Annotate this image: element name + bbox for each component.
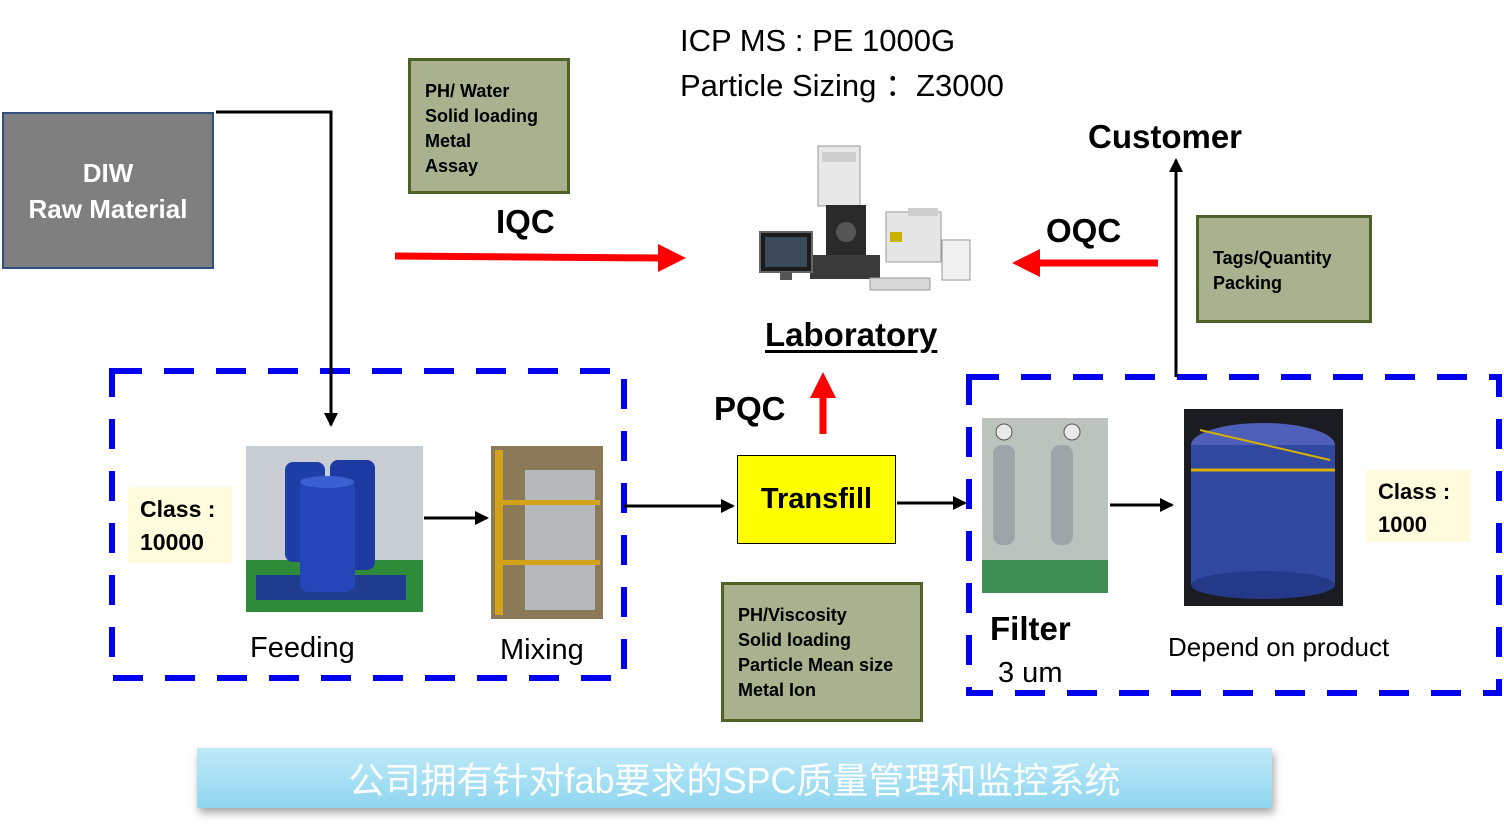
laboratory-label: Laboratory	[765, 316, 938, 353]
mixing-label: Mixing	[500, 634, 584, 666]
oqc-tests-box: Tags/Quantity Packing	[1196, 215, 1372, 323]
oqc-test-item: Tags/Quantity	[1213, 248, 1332, 268]
pqc-tests-box: PH/Viscosity Solid loading Particle Mean…	[721, 582, 923, 722]
feeding-drums-image	[246, 446, 423, 612]
pqc-red-arrowhead	[810, 372, 836, 398]
class-right-box: Class : 1000	[1366, 470, 1470, 542]
class-left-line2: 10000	[140, 529, 204, 555]
class-right-line1: Class :	[1378, 479, 1451, 504]
raw-material-line1: DIW	[82, 157, 134, 188]
iqc-test-item: Solid loading	[425, 106, 538, 126]
pqc-test-item: Metal Ion	[738, 680, 817, 700]
iqc-label: IQC	[496, 203, 555, 240]
iqc-red-arrowhead	[658, 244, 686, 272]
transfill-box: Transfill	[737, 455, 896, 544]
filter-housing-image	[982, 418, 1108, 593]
iqc-tests-box: PH/ Water Solid loading Metal Assay	[408, 58, 570, 194]
raw-material-line2: Raw Material	[28, 193, 188, 224]
filter-label: Filter	[990, 610, 1071, 647]
production-zone-right	[966, 374, 1502, 696]
class-left-line1: Class :	[140, 496, 216, 522]
production-zone-left	[109, 368, 627, 681]
oqc-test-item: Packing	[1213, 273, 1283, 293]
class-left-box: Class : 10000	[128, 487, 232, 563]
oqc-label: OQC	[1046, 212, 1122, 249]
pqc-label: PQC	[714, 390, 786, 427]
spc-banner: 公司拥有针对fab要求的SPC质量管理和监控系统	[197, 748, 1272, 808]
instrument-line: Particle Sizing ：Z3000	[680, 68, 1004, 103]
raw-material-box: DIW Raw Material	[2, 112, 214, 269]
iqc-red-arrow	[394, 252, 661, 262]
iqc-test-item: Metal	[425, 131, 472, 151]
instrument-line: ICP MS : PE 1000G	[680, 23, 956, 58]
class-right-line2: 1000	[1378, 512, 1427, 537]
mixing-tank-image	[491, 446, 603, 619]
pqc-test-item: Solid loading	[738, 630, 851, 650]
banner-text: 公司拥有针对fab要求的SPC质量管理和监控系统	[348, 760, 1121, 801]
oqc-red-arrowhead	[1012, 249, 1040, 277]
transfill-label: Transfill	[760, 483, 873, 515]
customer-label: Customer	[1088, 118, 1243, 155]
feeding-label: Feeding	[250, 632, 355, 664]
filter-size-label: 3 um	[998, 657, 1063, 689]
instruments-text: ICP MS : PE 1000G Particle Sizing ：Z3000	[680, 18, 1004, 108]
pqc-test-item: PH/Viscosity	[738, 605, 847, 625]
product-drum-image	[1184, 409, 1343, 606]
laboratory-instrument-image	[759, 145, 971, 291]
raw-material-connector	[216, 110, 338, 427]
iqc-test-item: PH/ Water	[425, 81, 510, 101]
pqc-test-item: Particle Mean size	[738, 655, 894, 675]
product-label: Depend on product	[1168, 632, 1390, 662]
iqc-test-item: Assay	[425, 156, 479, 176]
